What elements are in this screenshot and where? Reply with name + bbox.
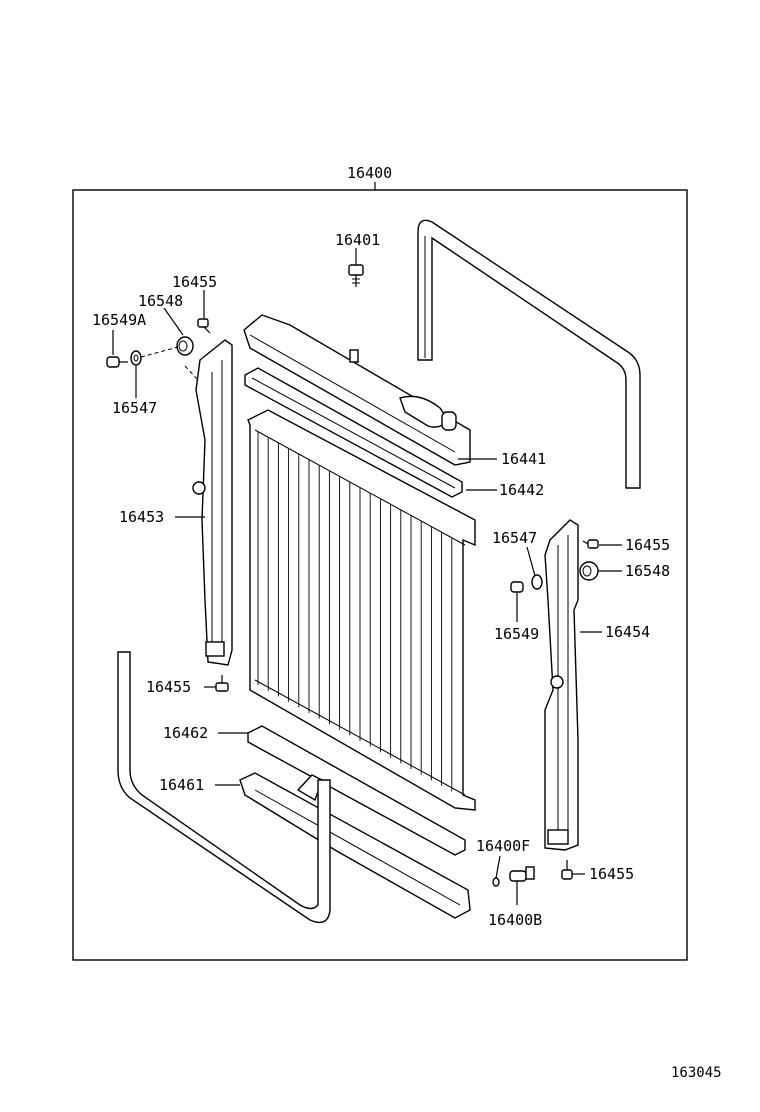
side-bracket-16453 [192,339,233,666]
upper-support-rod [417,219,641,489]
callout-16441: 16441 [501,450,546,468]
bolt-16549 [510,581,524,593]
drain-cock-16400B [509,866,535,882]
lower-support-rod [117,651,331,924]
bolt-16455-top-right [582,539,599,549]
callout-16400F: 16400F [476,837,530,855]
callout-16455-bottom-left: 16455 [146,678,191,696]
grommet-16548-left [176,336,194,356]
washer-16547-left [130,350,142,366]
callout-16548-left: 16548 [138,292,183,310]
callout-16549A: 16549A [92,311,146,329]
callout-16454: 16454 [605,623,650,641]
grommet-16548-right [579,561,599,581]
bolt-16455-top-left [197,318,211,334]
callout-16400B: 16400B [488,911,542,929]
callout-16462: 16462 [163,724,208,742]
callout-16547-left: 16547 [112,399,157,417]
gasket-16462 [247,725,466,856]
callout-16401: 16401 [335,231,380,249]
bolt-16549A [106,356,128,368]
callout-16442: 16442 [499,481,544,499]
assembly-frame [72,189,688,961]
callout-16547-right: 16547 [492,529,537,547]
upper-tank-16441 [243,314,471,466]
o-ring-16400F [492,877,500,887]
callout-16455-bottom-right: 16455 [589,865,634,883]
callout-16453: 16453 [119,508,164,526]
callout-16549: 16549 [494,625,539,643]
figure-number: 163045 [671,1065,722,1081]
radiator-core [247,409,476,811]
callout-16548-right: 16548 [625,562,670,580]
cap-16401 [348,264,364,287]
callout-16455-top-right: 16455 [625,536,670,554]
washer-16547-right [531,574,543,590]
callout-16455-top-left: 16455 [172,273,217,291]
assembly-label: 16400 [347,164,392,182]
bolt-16455-bottom-left [215,675,229,692]
leader-lines [112,248,622,905]
side-bracket-16454 [544,519,579,851]
callout-16461: 16461 [159,776,204,794]
gasket-16442 [244,367,463,498]
bolt-16455-bottom-right [561,860,573,880]
